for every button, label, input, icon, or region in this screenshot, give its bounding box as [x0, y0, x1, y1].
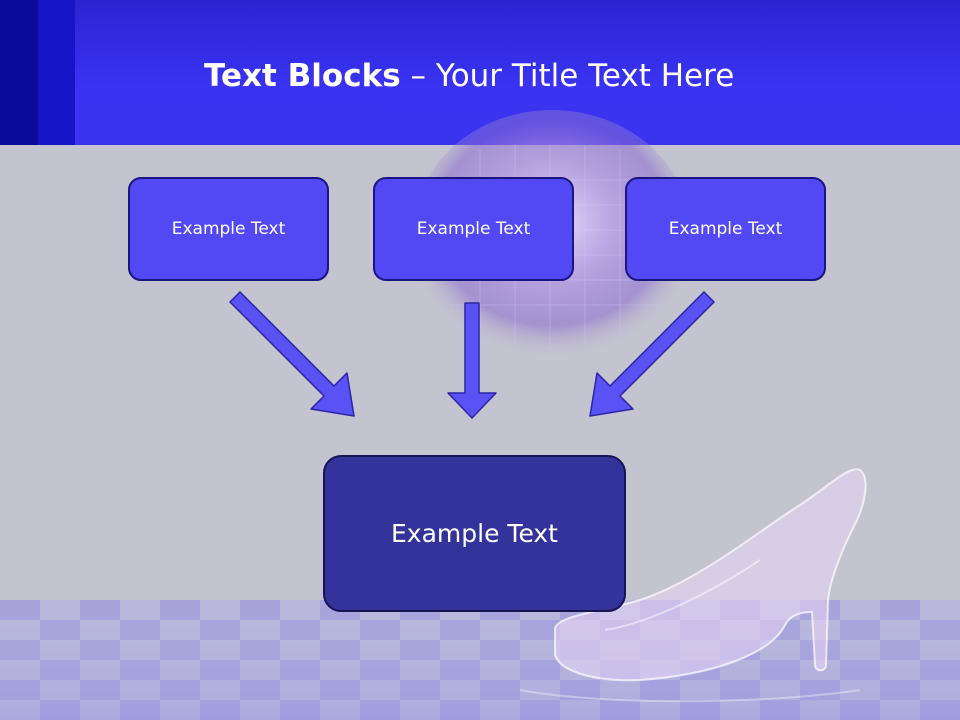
text-block-right: Example Text	[625, 177, 826, 281]
glass-slipper-icon	[519, 468, 867, 703]
text-block-left-label: Example Text	[171, 219, 286, 239]
text-block-center: Example Text	[373, 177, 574, 281]
text-block-center-label: Example Text	[416, 219, 531, 239]
text-block-right-label: Example Text	[668, 219, 783, 239]
title-rest-part: Your Title Text Here	[435, 58, 735, 94]
arrow-right-diagonal	[589, 291, 715, 417]
slide-title: Text Blocks – Your Title Text Here	[204, 56, 734, 96]
title-bold-part: Text Blocks	[204, 58, 401, 94]
text-block-left: Example Text	[128, 177, 329, 281]
target-text-block: Example Text	[323, 455, 626, 612]
arrow-left-diagonal	[229, 291, 355, 417]
arrow-center-down	[447, 302, 497, 419]
target-text-block-label: Example Text	[391, 519, 558, 548]
header-accent-strip-dark	[0, 0, 38, 145]
title-separator: –	[400, 58, 436, 94]
header-accent-strip	[38, 0, 75, 145]
header-bar	[0, 0, 960, 145]
